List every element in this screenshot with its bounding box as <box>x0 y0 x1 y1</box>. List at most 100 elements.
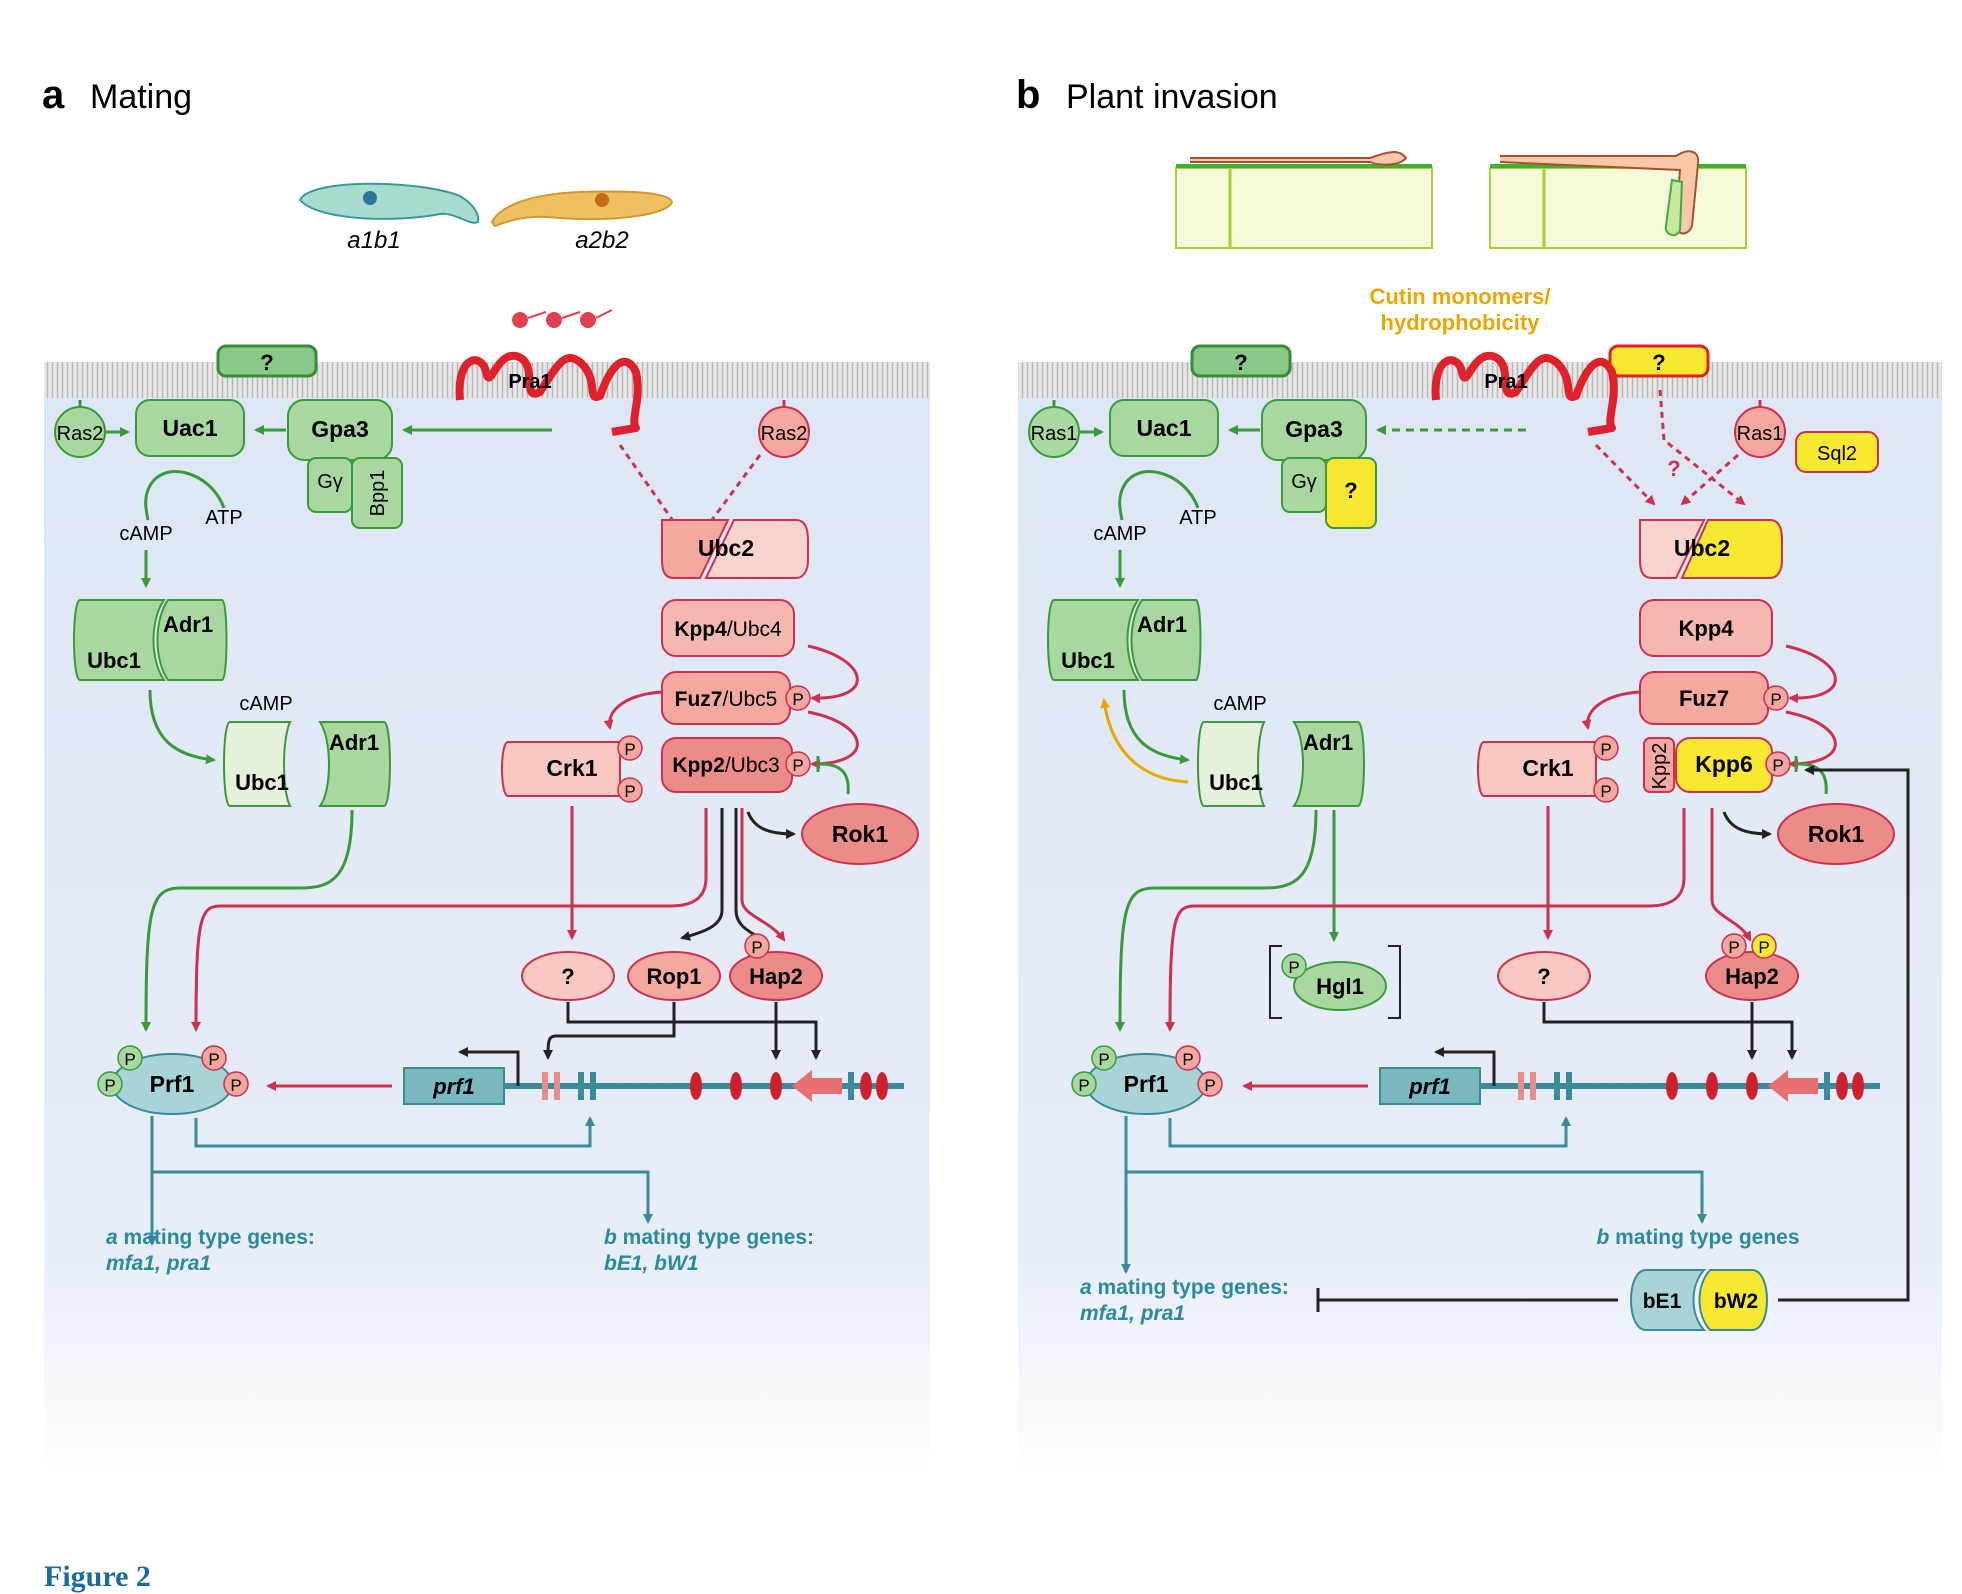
kpp2 <box>1643 737 1675 793</box>
ubc1-free <box>1197 721 1266 807</box>
svg-text:Gpa3: Gpa3 <box>1285 416 1343 442</box>
fuz7-label: Fuz7/Ubc5 <box>675 688 778 711</box>
sql2 <box>1795 431 1879 473</box>
svg-text:Rok1: Rok1 <box>1808 821 1864 847</box>
atp-label: ATP <box>205 507 242 529</box>
svg-text:P: P <box>1728 938 1739 957</box>
b-genes-heading: b mating type genes: <box>604 1226 814 1249</box>
panel-b: b Plant invasion Cutin monomers/ hydroph… <box>1016 73 1942 1480</box>
svg-text:Ras1: Ras1 <box>1737 423 1784 445</box>
signal-label-2: hydrophobicity <box>1381 310 1541 335</box>
b-genes-heading: b mating type genes <box>1596 1226 1799 1249</box>
prf1-gene <box>1379 1067 1481 1105</box>
svg-text:Gγ: Gγ <box>1291 471 1317 493</box>
svg-text:P: P <box>751 938 762 957</box>
plant-surface-right <box>1489 150 1747 249</box>
hap2-label: Hap2 <box>749 964 803 989</box>
signal-label-1: Cutin monomers/ <box>1370 284 1551 309</box>
svg-text:?: ? <box>1344 478 1357 503</box>
uac1 <box>1109 399 1219 457</box>
svg-text:P: P <box>230 1076 241 1095</box>
svg-text:P: P <box>624 740 635 759</box>
rok1 <box>1777 803 1895 865</box>
adr1-free <box>318 721 391 807</box>
svg-text:Prf1: Prf1 <box>1124 1071 1169 1097</box>
phospho-fuz7 <box>785 685 811 711</box>
brackets <box>1269 945 1401 1019</box>
svg-text:Kpp2: Kpp2 <box>1649 743 1671 790</box>
svg-text:?: ? <box>1652 350 1665 375</box>
svg-text:P: P <box>1182 1050 1193 1069</box>
ubc2-domain <box>704 519 809 579</box>
pra1-label: Pra1 <box>1484 371 1527 393</box>
plant-surface-left <box>1175 151 1433 249</box>
promoter-elements <box>542 1070 888 1102</box>
be1-label: bE1 <box>1643 1290 1682 1313</box>
cell-label-a2b2: a2b2 <box>575 227 628 254</box>
be1 <box>1630 1269 1707 1331</box>
unknown-receptor-label: ? <box>260 350 273 375</box>
pra1-receptor <box>1431 351 1618 436</box>
ubc1-free-label: Ubc1 <box>235 770 289 795</box>
crk1 <box>501 741 621 797</box>
svg-text:P: P <box>1078 1076 1089 1095</box>
kpp4-label: Kpp4/Ubc4 <box>674 618 782 641</box>
ubc2-label: Ubc2 <box>698 535 754 561</box>
gpa3-label: Gpa3 <box>311 416 369 442</box>
prf1-gene-label: prf1 <box>432 1074 475 1099</box>
kpp6-label: Kpp6 <box>1695 751 1753 777</box>
hap2 <box>729 951 823 1001</box>
unknown-factor <box>1497 951 1591 1001</box>
panel-b-title: Plant invasion <box>1066 78 1278 116</box>
question-mark-arrow: ? <box>1667 456 1680 481</box>
unknown-receptor <box>1190 344 1292 378</box>
crk1 <box>1477 741 1597 797</box>
svg-text:P: P <box>1600 740 1611 759</box>
rok1-label: Rok1 <box>832 821 888 847</box>
panel-a: a Mating a1b1 a2b2 ? Pra1 Ras2 Uac1 <box>42 73 930 1480</box>
svg-text:P: P <box>624 782 635 801</box>
hgl1-label: Hgl1 <box>1316 974 1364 999</box>
a-genes-heading: a mating type genes: <box>1080 1276 1289 1299</box>
rok1-inhibition <box>816 756 850 795</box>
ubc2 <box>1639 519 1706 579</box>
adr1-free <box>1292 721 1365 807</box>
rop1 <box>627 951 721 1001</box>
uac1-label: Uac1 <box>163 415 218 441</box>
svg-text:P: P <box>1600 782 1611 801</box>
ac-arc <box>144 470 226 521</box>
camp-label: cAMP <box>119 523 172 545</box>
svg-text:P: P <box>1758 938 1769 957</box>
kpp2-label: Kpp2/Ubc3 <box>672 754 779 777</box>
pra1-receptor <box>455 351 642 436</box>
ubc2 <box>661 519 730 579</box>
svg-text:?: ? <box>1234 350 1247 375</box>
svg-text:P: P <box>1098 1050 1109 1069</box>
svg-text:P: P <box>208 1050 219 1069</box>
svg-text:P: P <box>792 690 803 709</box>
unknown-receptor <box>216 344 318 378</box>
ubc1-complex <box>73 599 166 681</box>
svg-text:Kpp4: Kpp4 <box>1679 616 1735 641</box>
adr1-complex <box>1130 599 1202 681</box>
svg-text:Crk1: Crk1 <box>1522 755 1573 781</box>
uac1 <box>135 399 245 457</box>
prf1-gene <box>403 1067 505 1105</box>
cell-label-a1b1: a1b1 <box>347 227 400 254</box>
ubc1-complex <box>1047 599 1140 681</box>
cell-a2b2 <box>490 190 674 228</box>
panel-a-letter: a <box>42 73 65 117</box>
nucleus-icon <box>595 193 609 207</box>
ras2-left-label: Ras2 <box>57 423 104 445</box>
svg-text:Ras1: Ras1 <box>1031 423 1078 445</box>
inhibition-line <box>1316 1288 1618 1312</box>
g-gamma-label: Gγ <box>317 471 343 493</box>
unknown-receptor-2 <box>1608 344 1710 378</box>
prf1-label: Prf1 <box>150 1071 195 1097</box>
crk1-label: Crk1 <box>546 755 597 781</box>
ubc2-domain <box>1680 519 1783 579</box>
svg-text:Adr1: Adr1 <box>1303 730 1353 755</box>
svg-text:Ubc2: Ubc2 <box>1674 535 1730 561</box>
phospho-kpp2 <box>785 751 811 777</box>
svg-text:P: P <box>1772 756 1783 775</box>
